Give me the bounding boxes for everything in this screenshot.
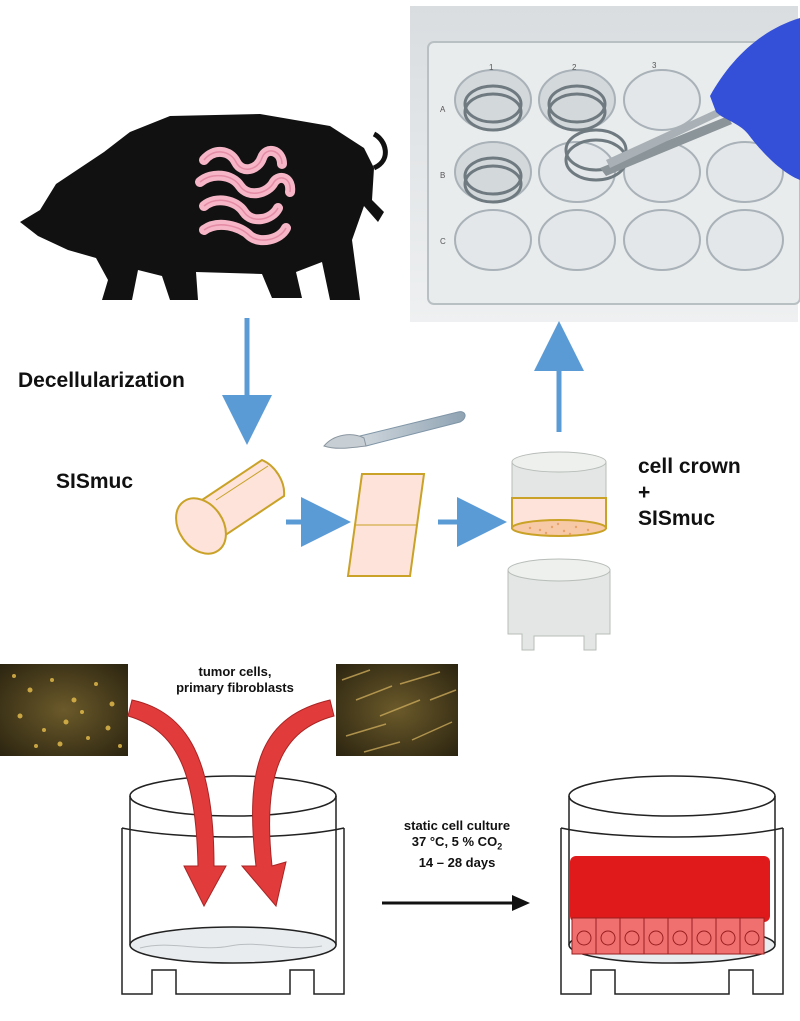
- culture-line1: static cell culture: [403, 818, 511, 833]
- plate-wells: [454, 69, 784, 271]
- plate-col-label-3: 3: [652, 61, 657, 70]
- plate-row-label-a: A: [440, 105, 446, 114]
- cell-crown-label-line2: SISmuc: [638, 507, 716, 530]
- tumor-cells-arrow: [127, 699, 227, 908]
- scalpel-icon: [323, 411, 466, 449]
- culture-arrow: [382, 895, 530, 911]
- seeded-cells-line1: tumor cells,: [198, 664, 272, 679]
- sismuc-sheet: [346, 473, 426, 577]
- culture-line3: 14 – 28 days: [418, 854, 496, 870]
- plate-col-label-1: 1: [489, 63, 494, 72]
- tissue-layer: [570, 856, 770, 922]
- cell-crown-assembly: [507, 451, 611, 651]
- sismuc-label: SISmuc: [56, 470, 134, 493]
- culture-insert-result: [560, 775, 784, 995]
- cell-crown-sismuc-label: cell crown + SISmuc: [638, 454, 741, 532]
- process-arrows: [222, 318, 584, 547]
- cell-crown-label-line1: cell crown: [638, 455, 741, 478]
- culture-insert-seeding: [121, 775, 345, 995]
- fibroblasts-micrograph: [336, 664, 458, 756]
- cell-monolayer: [571, 917, 765, 955]
- cell-seeding-arrows: [127, 699, 335, 908]
- fibroblasts-arrow: [240, 699, 335, 908]
- cell-crown-plus: +: [638, 481, 651, 504]
- crowns-in-wells: [463, 84, 628, 204]
- seeded-cells-line2: primary fibroblasts: [176, 680, 294, 695]
- culture-conditions-label: static cell culture 37 °C, 5 % CO2 14 – …: [372, 818, 542, 871]
- culture-line2: 37 °C, 5 % CO2: [411, 834, 503, 852]
- plate-row-label-b: B: [440, 171, 445, 180]
- plate-col-label-2: 2: [572, 63, 577, 72]
- well-plate-photo: 1 2 3 A B C: [410, 6, 800, 322]
- plate-row-label-c: C: [440, 237, 446, 246]
- gloved-hand: [710, 18, 800, 180]
- decellularization-label: Decellularization: [18, 369, 185, 392]
- tweezers: [600, 106, 732, 176]
- pig-silhouette: [20, 114, 388, 300]
- sismuc-tube: [175, 458, 286, 555]
- tumor-cells-micrograph: [0, 664, 128, 756]
- seeded-cells-label: tumor cells, primary fibroblasts: [150, 664, 320, 696]
